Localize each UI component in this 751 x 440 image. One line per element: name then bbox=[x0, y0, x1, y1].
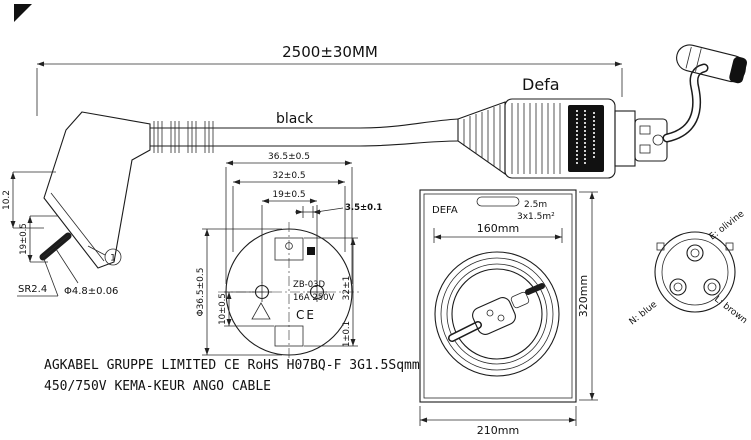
overall-length-dimension: 2500±30MM bbox=[36, 43, 623, 116]
dim-package-height: 320mm bbox=[577, 191, 598, 401]
end-view-outer bbox=[654, 231, 736, 313]
pin-l-hole bbox=[703, 278, 721, 296]
svg-text:36.5±0.5: 36.5±0.5 bbox=[268, 152, 310, 162]
svg-text:Φ4.8±0.06: Φ4.8±0.06 bbox=[64, 286, 118, 297]
hang-slot bbox=[476, 196, 520, 207]
package-view: DEFA 2.5m 3x1.5m² 160mm bbox=[419, 189, 598, 437]
recycle-triangle-icon bbox=[251, 302, 271, 320]
dim-pin-diameter: Φ4.8±0.06 bbox=[55, 248, 118, 297]
spec-line-2: 450/750V KEMA-KEUR ANGO CABLE bbox=[44, 379, 271, 394]
end-notch-right bbox=[725, 242, 734, 251]
dim-body-thickness: 10.2 bbox=[2, 171, 56, 229]
cable-color-label: black bbox=[276, 111, 314, 127]
connector-label-text-marks bbox=[576, 110, 595, 166]
plug-face-line bbox=[50, 192, 105, 262]
earth-slot-bottom bbox=[274, 325, 304, 347]
end-notch-left bbox=[656, 242, 665, 251]
rating-text: 16A 250V bbox=[293, 293, 335, 303]
pin-e-label: E: olivine bbox=[708, 209, 747, 243]
svg-text:32±0.5: 32±0.5 bbox=[272, 171, 305, 181]
cable-end-boot bbox=[676, 44, 748, 84]
corner-mark bbox=[14, 4, 32, 22]
coiled-plug-glyph bbox=[448, 283, 545, 342]
ce-mark: CE bbox=[296, 308, 316, 322]
overall-length-text: 2500±30MM bbox=[282, 43, 378, 61]
pin-n-hole bbox=[669, 278, 687, 296]
svg-text:210mm: 210mm bbox=[477, 424, 519, 437]
pin-e-hole bbox=[686, 244, 704, 262]
pin-hole-right bbox=[307, 282, 327, 302]
dim-pin-length: 19±0.5 bbox=[19, 215, 58, 263]
package-outer bbox=[419, 189, 577, 403]
dim-pin-spacing: 19±0.5 bbox=[261, 190, 318, 283]
svg-text:19±0.5: 19±0.5 bbox=[272, 190, 305, 200]
svg-text:10.2: 10.2 bbox=[2, 190, 12, 210]
dim-package-width: 210mm bbox=[419, 406, 577, 437]
screw-hole bbox=[285, 242, 293, 250]
svg-text:19±0.5: 19±0.5 bbox=[19, 223, 29, 254]
model-text: ZB-03D bbox=[293, 280, 326, 290]
dim-right-height: 32±1 1±0.1 bbox=[304, 237, 358, 347]
dim-width-mid: 32±0.5 bbox=[232, 171, 346, 252]
dim-left-offset: 10±0.5 bbox=[218, 291, 274, 327]
spec-text-block: AGKABEL GRUPPE LIMITED CE RoHS H07BQ-F 3… bbox=[44, 358, 420, 394]
cable: black bbox=[150, 111, 459, 153]
svg-text:Φ36.5±0.5: Φ36.5±0.5 bbox=[196, 268, 206, 317]
package-inner bbox=[423, 193, 573, 399]
package-brand: DEFA bbox=[432, 205, 458, 216]
marking-square bbox=[307, 247, 315, 255]
dim-face-diameter: Φ36.5±0.5 bbox=[196, 228, 282, 356]
tip-detail-2 bbox=[639, 144, 651, 154]
svg-text:160mm: 160mm bbox=[477, 222, 519, 235]
body-ribs bbox=[511, 103, 561, 174]
pin-l-label: L: brown bbox=[712, 294, 749, 326]
boot-cap bbox=[729, 56, 748, 84]
taper-ribs bbox=[463, 105, 501, 170]
plug-body bbox=[43, 111, 151, 269]
package-spec: 3x1.5m² bbox=[517, 212, 555, 222]
defa-connector bbox=[457, 44, 748, 179]
dim-slot-offset: 3.5±0.1 bbox=[295, 203, 382, 218]
cable-strain-relief-ribs bbox=[153, 121, 214, 153]
plug-front-view: ZB-03D 16A 250V CE 36.5±0.5 32±0.5 19±0.… bbox=[196, 152, 382, 362]
connector-taper bbox=[457, 101, 506, 176]
connector-step bbox=[614, 110, 636, 167]
connector-tip bbox=[634, 118, 668, 162]
tip-detail-1 bbox=[639, 125, 651, 135]
pin-hole-left bbox=[252, 282, 272, 302]
dim-package-inner-width: 160mm bbox=[433, 222, 563, 243]
svg-text:1: 1 bbox=[110, 254, 116, 264]
svg-text:SR2.4: SR2.4 bbox=[18, 284, 47, 295]
tip-detail-hole bbox=[652, 134, 664, 146]
svg-text:3.5±0.1: 3.5±0.1 bbox=[345, 203, 382, 213]
brand-label: Defa bbox=[522, 75, 560, 94]
pin-n-label: N: blue bbox=[628, 299, 660, 327]
plug-side-view: 10.2 19±0.5 SR2.4 Φ4.8±0.06 1 bbox=[2, 111, 151, 297]
svg-text:32±1: 32±1 bbox=[342, 276, 352, 301]
coiled-cable bbox=[434, 251, 560, 377]
connector-end-view: E: olivine N: blue L: brown bbox=[628, 209, 749, 328]
spec-line-1: AGKABEL GRUPPE LIMITED CE RoHS H07BQ-F 3… bbox=[44, 358, 420, 373]
end-view-inner bbox=[661, 238, 729, 306]
connector-label bbox=[568, 105, 604, 172]
package-length: 2.5m bbox=[524, 200, 547, 210]
svg-text:10±0.5: 10±0.5 bbox=[218, 293, 228, 324]
plug-pin-outline bbox=[42, 235, 69, 258]
callout-1: 1 bbox=[87, 245, 122, 266]
dim-pin-tip-radius: SR2.4 bbox=[17, 258, 59, 297]
cable-curve-inner bbox=[664, 65, 707, 141]
earth-slot-top bbox=[274, 237, 304, 261]
svg-text:320mm: 320mm bbox=[577, 275, 590, 317]
svg-text:1±0.1: 1±0.1 bbox=[342, 321, 352, 347]
